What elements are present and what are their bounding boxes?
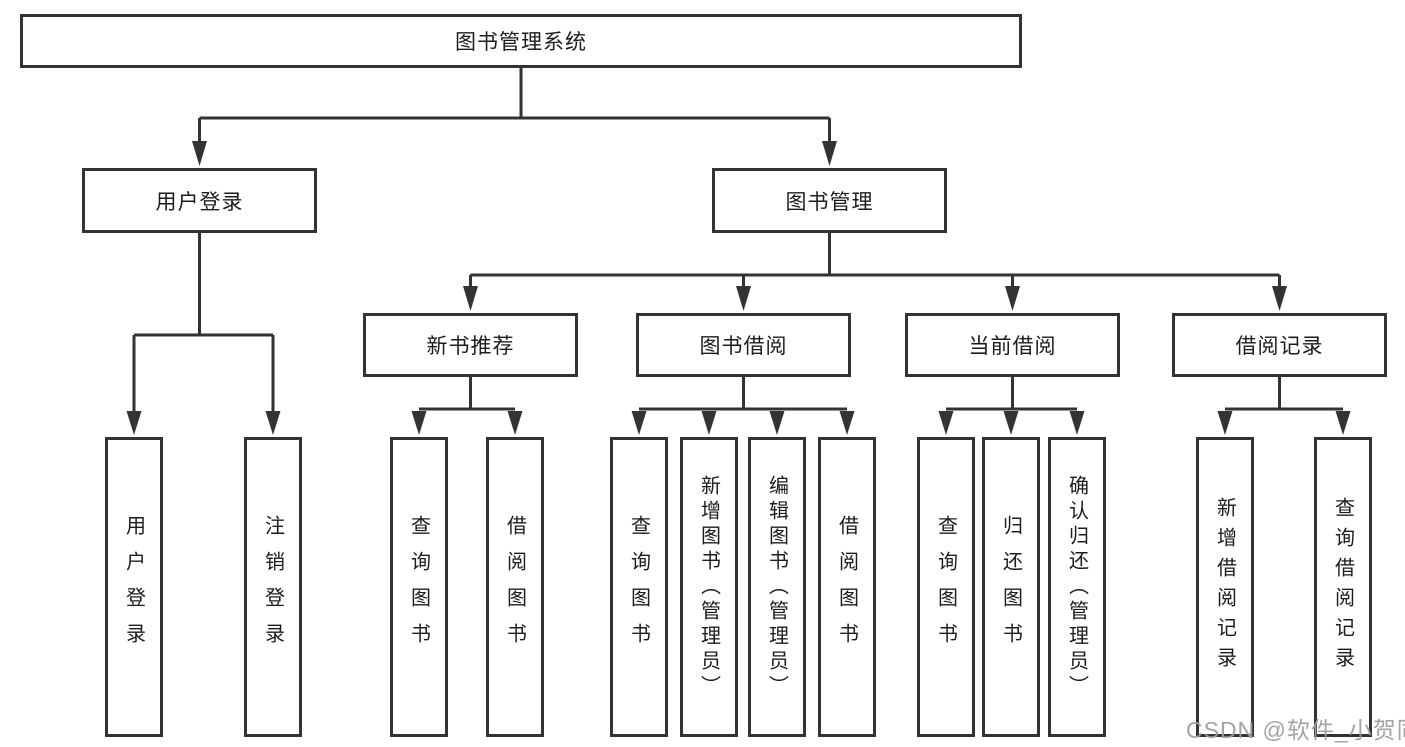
node-root: 图书管理系统 — [20, 14, 1022, 68]
node-book-management: 图书管理 — [712, 168, 947, 233]
leaf-confirm-return-admin: 确认归还（管理员） — [1048, 437, 1106, 737]
leaf-add-books-admin: 新增图书（管理员） — [680, 437, 738, 737]
leaf-query-borrow-record: 查询借阅记录 — [1314, 437, 1372, 737]
leaf-query-books-recommend: 查询图书 — [390, 437, 448, 737]
leaf-user-login: 用户登录 — [105, 437, 163, 737]
node-user-login: 用户登录 — [82, 168, 317, 233]
leaf-return-books: 归还图书 — [982, 437, 1040, 737]
node-current-borrowing: 当前借阅 — [905, 313, 1120, 377]
leaf-query-books-current: 查询图书 — [917, 437, 975, 737]
leaf-borrow-books-recommend: 借阅图书 — [486, 437, 544, 737]
watermark: CSDN @软件_小贺同学 — [1186, 717, 1405, 743]
leaf-query-books-borrowing: 查询图书 — [610, 437, 668, 737]
leaf-edit-books-admin: 编辑图书（管理员） — [748, 437, 806, 737]
leaf-logout: 注销登录 — [244, 437, 302, 737]
leaf-borrow-books: 借阅图书 — [818, 437, 876, 737]
leaf-add-borrow-record: 新增借阅记录 — [1196, 437, 1254, 737]
node-new-book-recommend: 新书推荐 — [363, 313, 578, 377]
node-book-borrowing: 图书借阅 — [636, 313, 851, 377]
arrowheads — [126, 141, 1351, 435]
node-borrow-records: 借阅记录 — [1172, 313, 1387, 377]
